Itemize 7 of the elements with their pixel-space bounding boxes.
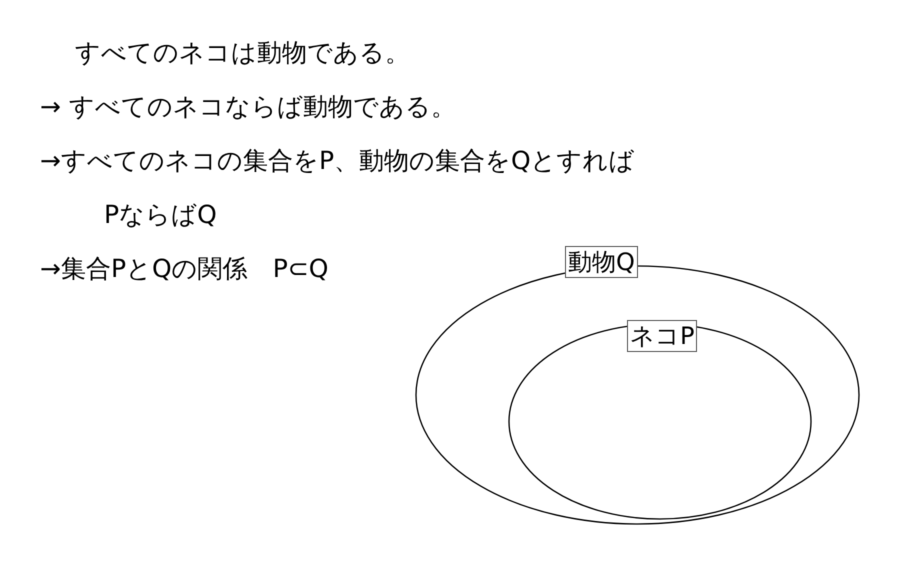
statement-text: すべてのネコは動物である。 (75, 38, 410, 68)
statement-text: → すべてのネコならば動物である。 (40, 92, 456, 122)
statement-text: →集合PとQの関係 P⊂Q (40, 254, 328, 284)
statement-text: PならばQ (104, 200, 217, 230)
set-label: 動物Q (565, 246, 638, 278)
statement-text: →すべてのネコの集合をP、動物の集合をQとすれば (40, 146, 635, 176)
set-label: ネコP (627, 320, 698, 352)
